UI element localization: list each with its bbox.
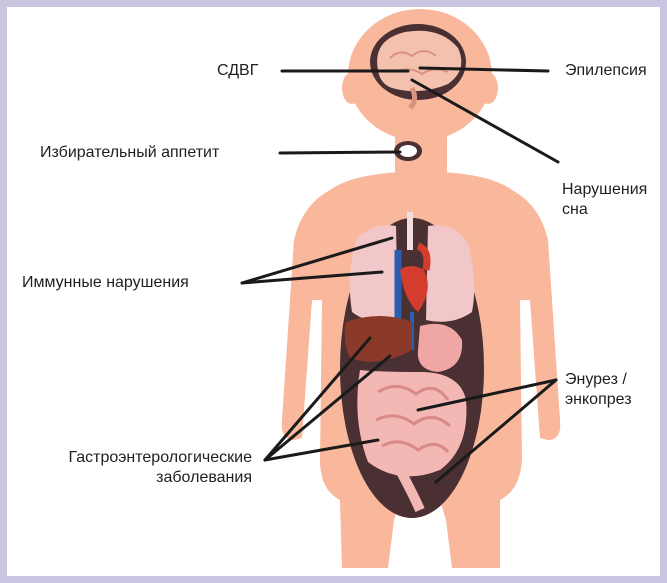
- line-selective-appetite: [280, 152, 400, 153]
- mouth-inner: [399, 145, 417, 157]
- label-adhd: СДВГ: [217, 61, 258, 81]
- right-ear: [478, 72, 498, 104]
- brain-tissue: [377, 31, 461, 91]
- label-enuresis: Энурез / энкопрез: [565, 370, 632, 410]
- label-selective-appetite: Избирательный аппетит: [40, 143, 219, 163]
- label-gastro: Гастроэнтерологические заболевания: [30, 448, 252, 488]
- label-sleep-disorders: Нарушения сна: [562, 180, 647, 220]
- label-immune-disorders: Иммунные нарушения: [22, 273, 189, 293]
- left-ear: [342, 72, 362, 104]
- label-epilepsy: Эпилепсия: [565, 61, 647, 81]
